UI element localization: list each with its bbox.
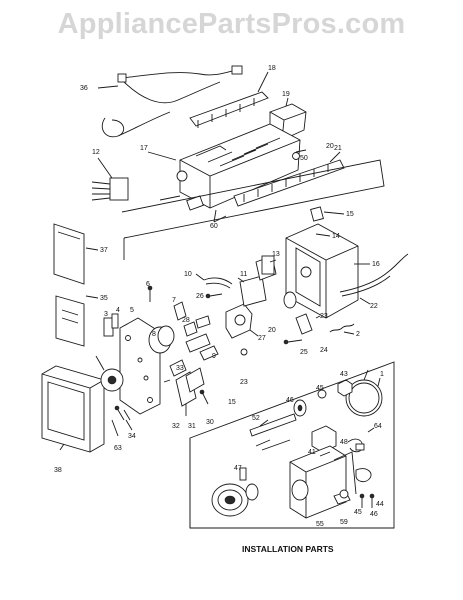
callout-label: 22 [370, 303, 378, 310]
callout-label: 13 [272, 251, 280, 258]
installation-parts-caption: INSTALLATION PARTS [242, 544, 334, 554]
callout-label: 17 [140, 145, 148, 152]
connector-part [91, 177, 129, 201]
installation-parts-box [189, 361, 395, 529]
callout-label: 1 [380, 371, 384, 378]
link-part [195, 315, 211, 329]
callout-label: 18 [268, 65, 276, 72]
callout-label: 60 [210, 223, 218, 230]
callout-label: 12 [92, 149, 100, 156]
callout-label: 46 [286, 397, 294, 404]
callout-label: 37 [100, 247, 108, 254]
callout-label: 4 [116, 307, 120, 314]
motor-part [148, 325, 175, 354]
callout-label: 27 [258, 335, 266, 342]
callout-label: 46 [370, 511, 378, 518]
callout-label: 34 [128, 433, 136, 440]
callout-label: 38 [54, 467, 62, 474]
module-cover-part [41, 365, 105, 453]
nut-part [339, 489, 349, 499]
switch-part [225, 303, 253, 339]
callout-label: 45 [354, 509, 362, 516]
callout-label: 35 [100, 295, 108, 302]
water-valve-part [289, 445, 357, 519]
callout-label: 23 [240, 379, 248, 386]
callout-label: 41 [308, 449, 316, 456]
callout-label: 28 [182, 317, 190, 324]
callout-label: 63 [114, 445, 122, 452]
link-part [183, 321, 198, 337]
callout-label: 36 [80, 85, 88, 92]
heater-strip-part [189, 91, 269, 128]
fill-arm-part [339, 253, 409, 293]
nut-part [317, 379, 353, 399]
callout-label: 33 [176, 365, 184, 372]
tab-part [111, 313, 119, 329]
callout-label: 30 [206, 419, 214, 426]
callout-label: 21 [334, 145, 342, 152]
callout-label: 5 [130, 307, 134, 314]
callout-label: 9 [212, 353, 216, 360]
callout-label: 6 [146, 281, 150, 288]
ejector-part [233, 152, 345, 207]
wire-harness-part [101, 65, 243, 138]
saddle-valve-part [211, 467, 259, 517]
callout-label: 7 [172, 297, 176, 304]
small-hardware-part [240, 291, 355, 356]
watermark: AppliancePartsPros.com [57, 8, 406, 40]
screw-part [319, 451, 331, 457]
housing-part [261, 223, 359, 319]
callout-label: 59 [340, 519, 348, 526]
water-tube-part [345, 369, 383, 417]
lever-part [199, 345, 219, 361]
callout-label: 25 [300, 349, 308, 356]
drive-gear-part [100, 368, 124, 392]
screw-part [114, 285, 223, 421]
clamp-part [347, 438, 365, 453]
leader-lines [59, 71, 381, 451]
ice-mold-part [159, 123, 301, 223]
callout-label: 24 [320, 347, 328, 354]
callout-label: 15 [228, 399, 236, 406]
callout-label: 55 [316, 521, 324, 528]
callout-label: 43 [340, 371, 348, 378]
callout-label: 47 [234, 465, 242, 472]
callout-label: 10 [184, 271, 192, 278]
callout-label: 32 [172, 423, 180, 430]
callout-label: 23 [320, 313, 328, 320]
callout-label: 50 [300, 155, 308, 162]
callout-label: 14 [332, 233, 340, 240]
callout-label: 19 [282, 91, 290, 98]
callout-label: 11 [240, 271, 247, 278]
callout-label: 15 [346, 211, 354, 218]
clip-part [310, 206, 324, 222]
instruction-card-part [53, 223, 85, 285]
callout-label: 48 [340, 439, 348, 446]
callout-label: 64 [374, 423, 382, 430]
callout-label: 20 [326, 143, 334, 150]
lever-part [185, 333, 211, 353]
cam-part [173, 301, 187, 321]
label-sheet-part [55, 295, 85, 347]
callout-label: 44 [376, 501, 384, 508]
callout-labels: 36 18 19 12 17 20 50 21 60 15 37 14 13 1… [54, 65, 384, 528]
callout-label: 31 [188, 423, 196, 430]
linkage-part [169, 359, 209, 416]
callout-label: 2 [356, 331, 360, 338]
tubing-part [249, 413, 297, 451]
callout-label: 3 [104, 311, 108, 318]
callout-label: 45 [316, 385, 324, 392]
coupling-part [293, 399, 307, 417]
callout-label: 20 [268, 327, 276, 334]
callout-label: 8 [152, 331, 156, 338]
callout-label: 52 [252, 415, 260, 422]
callout-label: 16 [372, 261, 380, 268]
assembly-frame [121, 159, 385, 260]
callout-label: 26 [196, 293, 204, 300]
valve-nut-part [311, 425, 337, 453]
